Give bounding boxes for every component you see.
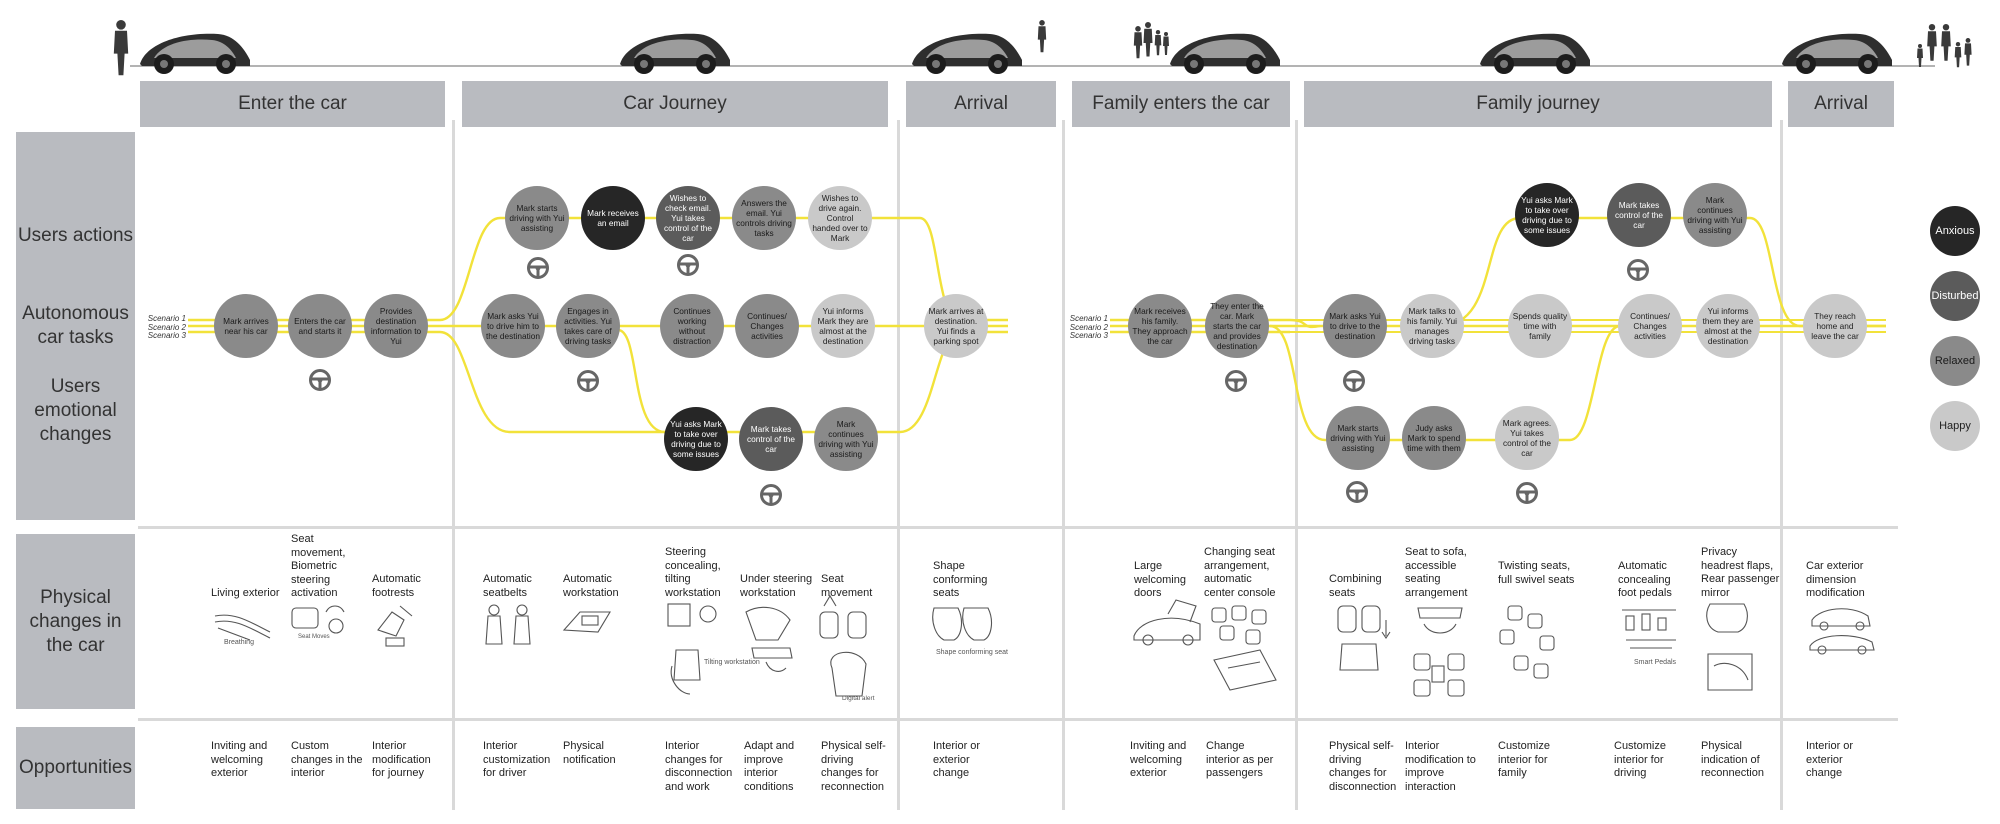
legend-anxious: Anxious xyxy=(1930,206,1980,256)
column-divider xyxy=(1295,120,1298,810)
physical-change-label: Seat to sofa, accessible seating arrange… xyxy=(1405,546,1468,599)
journey-node: Spends quality time with family xyxy=(1508,294,1572,358)
row-label-journey: Users actions Autonomous car tasks Users… xyxy=(16,132,135,520)
journey-node: Yui asks Mark to take over driving due t… xyxy=(664,407,728,471)
opportunity-label: Interior modification for journey xyxy=(372,740,431,779)
journey-node: Continues/ Changes activities xyxy=(735,294,799,358)
row-label-opportunities: Opportunities xyxy=(16,727,135,809)
physical-change-label: Seat movement, Biometric steering activa… xyxy=(291,533,346,599)
journey-node: Mark arrives at destination. Yui finds a… xyxy=(924,294,988,358)
phase-header: Family enters the car xyxy=(1072,81,1290,127)
column-divider xyxy=(1780,120,1783,810)
journey-node: Mark talks to his family. Yui manages dr… xyxy=(1400,294,1464,358)
opportunity-label: Customize interior for family xyxy=(1498,740,1550,779)
journey-node: Mark asks Yui to drive to the destinatio… xyxy=(1323,294,1387,358)
physical-change-label: Car exterior dimension modification xyxy=(1806,560,1865,599)
journey-node: Mark takes control of the car xyxy=(1607,183,1671,247)
physical-change-label: Automatic workstation xyxy=(563,573,619,599)
sketch-note: Tilting workstation xyxy=(704,659,760,666)
journey-node: Yui informs Mark they are almost at the … xyxy=(811,294,875,358)
opportunity-label: Custom changes in the interior xyxy=(291,740,363,779)
opportunity-label: Physical self-driving changes for discon… xyxy=(1329,740,1397,793)
journey-node: Answers the email. Yui controls driving … xyxy=(732,186,796,250)
sketch-note: Smart Pedals xyxy=(1634,659,1677,666)
storyline-header-art xyxy=(113,20,1972,76)
journey-node: They reach home and leave the car xyxy=(1803,294,1867,358)
opportunity-label: Physical self-driving changes for reconn… xyxy=(821,740,886,793)
journey-node: Engages in activities. Yui takes care of… xyxy=(556,294,620,358)
row-divider xyxy=(138,718,1898,721)
opportunity-label: Adapt and improve interior conditions xyxy=(744,740,795,793)
physical-change-label: Seat movement xyxy=(821,573,873,599)
scenario-labels: Scenario 1 Scenario 2 Scenario 3 xyxy=(147,314,186,340)
opportunity-label: Inviting and welcoming exterior xyxy=(211,740,268,779)
journey-node: Wishes to check email. Yui takes control… xyxy=(656,186,720,250)
sketch-note: Digital alert xyxy=(842,695,875,702)
sketch-note: Breathing xyxy=(224,639,254,646)
physical-change-label: Twisting seats, full swivel seats xyxy=(1498,560,1575,586)
opportunity-label: Interior modification to improve interac… xyxy=(1405,740,1476,793)
physical-change-label: Combining seats xyxy=(1329,573,1382,599)
row-divider xyxy=(138,526,1898,529)
opportunity-label: Physical indication of reconnection xyxy=(1701,740,1764,779)
physical-change-label: Automatic seatbelts xyxy=(483,573,532,599)
opportunity-label: Customize interior for driving xyxy=(1614,740,1666,779)
opportunity-label: Interior or exterior change xyxy=(1806,740,1854,779)
journey-node: Mark starts driving with Yui assisting xyxy=(1326,406,1390,470)
physical-change-label: Shape conforming seats xyxy=(933,560,988,599)
journey-node: Enters the car and starts it xyxy=(288,294,352,358)
physical-change-label: Automatic footrests xyxy=(372,573,421,599)
column-divider xyxy=(897,120,900,810)
journey-node: Mark continues driving with Yui assistin… xyxy=(1683,183,1747,247)
sketch-note: Seat Moves xyxy=(298,634,330,640)
physical-change-label: Automatic concealing foot pedals xyxy=(1618,560,1672,599)
physical-change-label: Large welcoming doors xyxy=(1134,560,1186,599)
legend-disturbed: Disturbed xyxy=(1930,271,1980,321)
opportunity-label: Inviting and welcoming exterior xyxy=(1130,740,1187,779)
physical-change-label: Under steering workstation xyxy=(740,573,813,599)
legend-relaxed: Relaxed xyxy=(1930,336,1980,386)
row-label-physical: Physical changes in the car xyxy=(16,534,135,709)
physical-change-label: Changing seat arrangement, automatic cen… xyxy=(1204,546,1276,599)
phase-header: Enter the car xyxy=(140,81,445,127)
journey-node: Provides destination information to Yui xyxy=(364,294,428,358)
opportunity-label: Interior customization for driver xyxy=(483,740,551,779)
journey-node: Mark agrees. Yui takes control of the ca… xyxy=(1495,406,1559,470)
journey-node: Mark receives his family. They approach … xyxy=(1128,294,1192,358)
phase-header: Arrival xyxy=(1788,81,1894,127)
column-divider xyxy=(1062,120,1065,810)
physical-change-label: Living exterior xyxy=(211,587,280,599)
journey-node: Mark receives an email xyxy=(581,186,645,250)
column-divider xyxy=(452,120,455,810)
scenario-labels: Scenario 1 Scenario 2 Scenario 3 xyxy=(1069,314,1108,340)
journey-node: Judy asks Mark to spend time with them xyxy=(1402,406,1466,470)
legend-happy: Happy xyxy=(1930,401,1980,451)
physical-change-label: Steering concealing, tilting workstation xyxy=(665,546,721,599)
journey-node: Mark arrives near his car xyxy=(214,294,278,358)
journey-node: Continues/ Changes activities xyxy=(1618,294,1682,358)
opportunity-label: Interior or exterior change xyxy=(933,740,981,779)
journey-node: Continues working without distraction xyxy=(660,294,724,358)
label-emotional-changes: Users emotional changes xyxy=(34,376,117,445)
journey-node: Mark starts driving with Yui assisting xyxy=(505,186,569,250)
journey-node: They enter the car. Mark starts the car … xyxy=(1205,294,1269,358)
opportunity-label: Interior changes for disconnection and w… xyxy=(665,740,733,793)
phase-header: Car Journey xyxy=(462,81,888,127)
journey-node: Mark takes control of the car xyxy=(739,407,803,471)
journey-node: Mark asks Yui to drive him to the destin… xyxy=(481,294,545,358)
journey-node: Mark continues driving with Yui assistin… xyxy=(814,407,878,471)
opportunity-label: Change interior as per passengers xyxy=(1206,740,1274,779)
sketch-note: Shape conforming seat xyxy=(936,649,1008,656)
label-users-actions: Users actions xyxy=(17,225,134,246)
journey-node: Yui informs them they are almost at the … xyxy=(1696,294,1760,358)
phase-header: Arrival xyxy=(906,81,1056,127)
journey-node: Yui asks Mark to take over driving due t… xyxy=(1515,183,1579,247)
opportunity-label: Physical notification xyxy=(563,740,616,766)
label-autonomous-tasks: Autonomous car tasks xyxy=(22,303,129,348)
phase-header: Family journey xyxy=(1304,81,1772,127)
physical-change-label: Privacy headrest flaps, Rear passenger m… xyxy=(1701,546,1780,599)
journey-node: Wishes to drive again. Control handed ov… xyxy=(808,186,872,250)
